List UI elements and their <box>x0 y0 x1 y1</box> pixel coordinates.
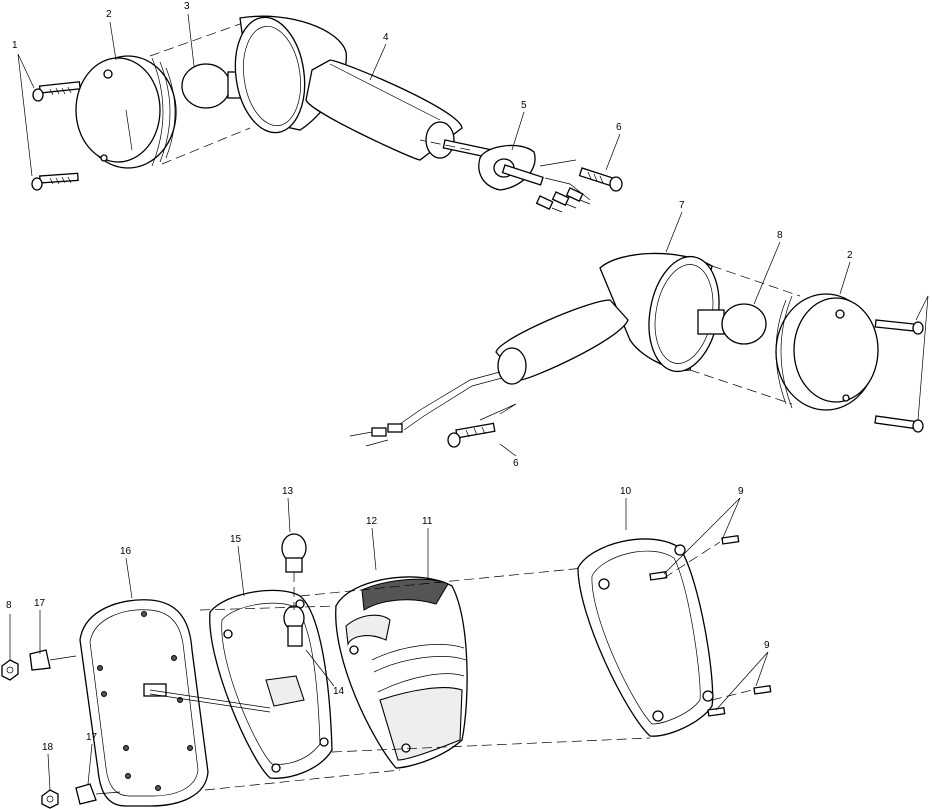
callout-16: 16 <box>120 546 132 557</box>
callout-8b: 8 <box>6 600 12 611</box>
callout-12: 12 <box>366 516 378 527</box>
callout-17: 17 <box>34 598 46 609</box>
clip-lower <box>75 783 121 805</box>
callout-18: 18 <box>42 742 54 753</box>
tail-light-assembly <box>1 533 772 809</box>
callout-labels: 1 2 3 4 5 6 7 8 2 6 9 9 10 11 12 13 14 1… <box>6 1 853 753</box>
screw-lower <box>31 172 79 191</box>
callout-9b: 9 <box>764 640 770 651</box>
callout-17b: 17 <box>86 732 98 743</box>
bolt <box>578 167 623 192</box>
callout-7: 7 <box>679 200 685 211</box>
callout-13: 13 <box>282 486 294 497</box>
housing-right <box>399 252 720 431</box>
wire-connectors <box>535 177 591 213</box>
callout-4: 4 <box>383 32 389 43</box>
bracket <box>478 144 544 191</box>
right-turn-signal-assembly <box>349 252 924 448</box>
callout-14: 14 <box>333 686 345 697</box>
cover-screws <box>649 535 772 717</box>
light-base <box>149 589 333 779</box>
callout-8: 8 <box>777 230 783 241</box>
callout-11: 11 <box>422 516 433 527</box>
callout-10: 10 <box>620 486 632 497</box>
nut-lower <box>41 789 59 809</box>
callout-2: 2 <box>106 9 112 20</box>
housing <box>234 15 495 161</box>
tail-bulb <box>281 533 307 610</box>
gasket <box>79 599 209 807</box>
callout-2b: 2 <box>847 250 853 261</box>
screw-upper <box>32 81 81 102</box>
callout-1: 1 <box>12 40 18 51</box>
leader-lines <box>9 13 929 791</box>
screw-right-upper <box>874 319 924 335</box>
lens <box>75 55 177 169</box>
wire-connectors-right <box>349 423 403 447</box>
callout-5: 5 <box>521 100 527 111</box>
callout-3: 3 <box>184 1 190 12</box>
callout-6b: 6 <box>513 458 519 469</box>
tail-lens <box>335 576 468 769</box>
callout-15: 15 <box>230 534 242 545</box>
clip-upper <box>29 649 77 671</box>
screw-right-lower <box>874 415 924 433</box>
tail-cover <box>577 538 714 737</box>
callout-6: 6 <box>616 122 622 133</box>
upper-turn-signal-assembly <box>31 15 623 213</box>
callout-9: 9 <box>738 486 744 497</box>
bolt-right <box>447 422 496 448</box>
nut-upper <box>1 659 19 681</box>
lens-right <box>775 293 879 411</box>
bulb-right <box>697 303 767 345</box>
